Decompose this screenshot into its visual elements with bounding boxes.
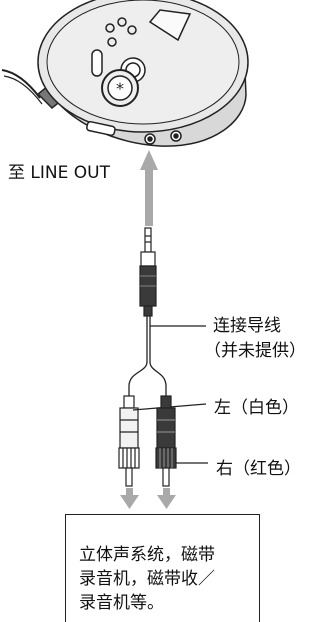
line-out-label: 至 LINE OUT bbox=[8, 163, 110, 183]
down-arrow-icon bbox=[120, 488, 139, 509]
destination-line: 录音机，磁带收／ bbox=[79, 569, 215, 589]
destination-line: 立体声系统，磁带 bbox=[79, 545, 215, 565]
right-channel-label: 右（红色） bbox=[216, 459, 301, 479]
destination-box: 立体声系统，磁带 录音机，磁带收／ 录音机等。 bbox=[65, 514, 260, 622]
svg-text:*: * bbox=[116, 79, 124, 98]
cable-label: 连接导线 bbox=[213, 316, 281, 336]
down-arrow-icon bbox=[157, 488, 176, 509]
up-arrow bbox=[140, 150, 158, 226]
stereo-plug-icon bbox=[139, 227, 157, 317]
destination-line: 录音机等。 bbox=[79, 593, 164, 613]
cable bbox=[128, 316, 206, 396]
cable-note-label: （并未提供） bbox=[204, 341, 306, 361]
cd-player-icon: * bbox=[1, 0, 249, 147]
left-channel-label: 左（白色） bbox=[214, 398, 299, 418]
rca-plug-icon bbox=[155, 395, 208, 487]
